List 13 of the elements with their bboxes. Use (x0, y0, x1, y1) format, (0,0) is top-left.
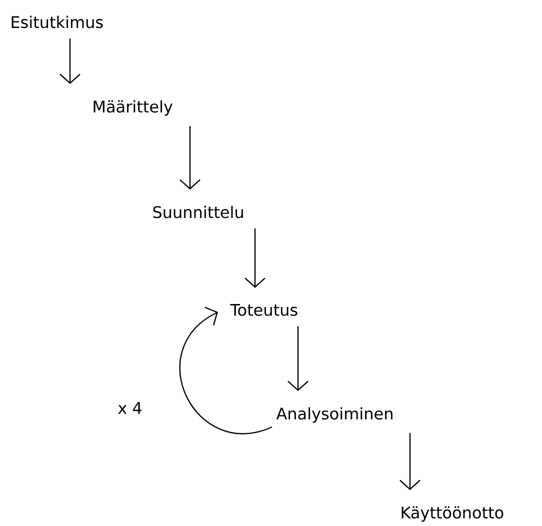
arrow (60, 38, 80, 84)
step-label: Määrittely (94, 100, 172, 116)
step-label: Suunnittelu (153, 206, 243, 218)
step-label: Esitutkimus (12, 16, 103, 28)
loop-arrow (179, 306, 272, 434)
step-label: Käyttöönotto (402, 506, 504, 522)
edge-label: x 4 (118, 402, 142, 414)
step-label: Toteutus (230, 304, 298, 316)
arrow (288, 326, 308, 392)
step-label: Analysoiminen (276, 407, 392, 423)
arrow (400, 432, 420, 490)
arrow (244, 228, 266, 288)
arrow (180, 126, 200, 190)
